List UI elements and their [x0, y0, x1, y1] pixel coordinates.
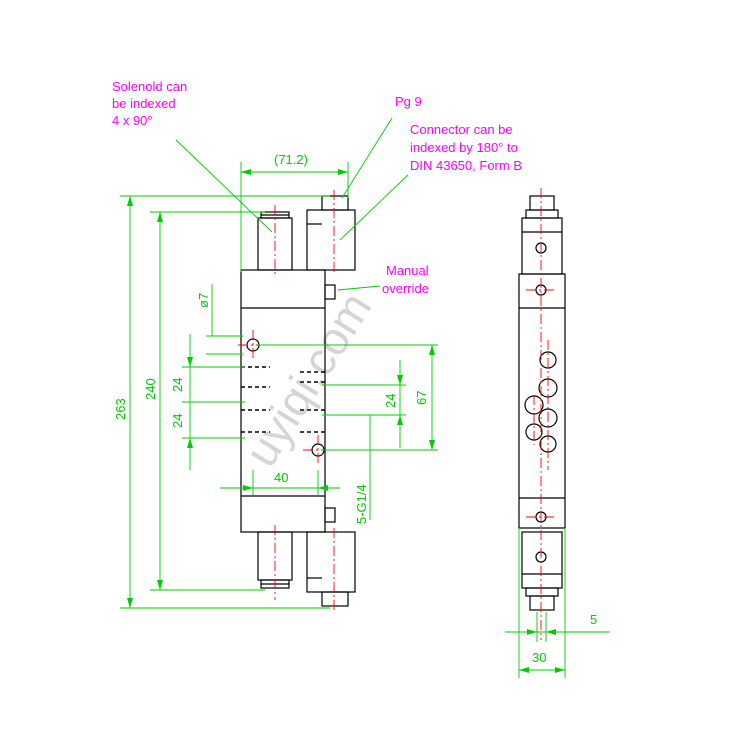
dim-port-offset: 40 — [274, 470, 288, 485]
note-manual-2: override — [382, 281, 429, 296]
dim-total-height: 263 — [113, 398, 128, 420]
dimension-lines — [120, 117, 610, 678]
dim-port-span: 67 — [414, 391, 429, 405]
note-pg: Pg 9 — [395, 94, 422, 109]
manual-override-top — [324, 284, 336, 300]
dim-diameter: ø7 — [196, 293, 211, 308]
bottom-solenoid — [257, 531, 356, 607]
note-solenoid-1: Solenold can — [112, 79, 187, 94]
note-manual-1: Manual — [386, 263, 429, 278]
annotation-labels: Solenold can be indexed 4 x 90° Pg 9 Con… — [112, 79, 522, 296]
note-connector-1: Connector can be — [410, 122, 513, 137]
watermark: uyiqi.com — [234, 283, 381, 475]
dim-port-thread: 5-G1/4 — [354, 484, 369, 524]
side-centerlines — [526, 188, 556, 640]
top-solenoid — [257, 195, 356, 271]
dim-pitch-right: 24 — [383, 394, 398, 408]
dim-pitch-left-1: 24 — [170, 378, 185, 392]
dim-pitch-left-2: 24 — [170, 414, 185, 428]
dim-side-offset: 5 — [590, 612, 597, 627]
note-solenoid-2: be indexed — [112, 96, 176, 111]
note-solenoid-3: 4 x 90° — [112, 113, 153, 128]
note-connector-3: DIN 43650, Form B — [410, 158, 522, 173]
dim-width-top: (71.2) — [274, 152, 308, 167]
side-body — [518, 273, 566, 529]
dimension-labels: (71.2) 263 240 ø7 24 24 24 67 40 5-G1/4 … — [113, 152, 597, 665]
note-connector-2: indexed by 180° to — [410, 140, 518, 155]
dim-side-width: 30 — [532, 650, 546, 665]
manual-override-bottom — [324, 507, 336, 523]
dim-body-height: 240 — [143, 378, 158, 400]
side-view — [518, 195, 566, 611]
arrowheads — [127, 169, 565, 673]
